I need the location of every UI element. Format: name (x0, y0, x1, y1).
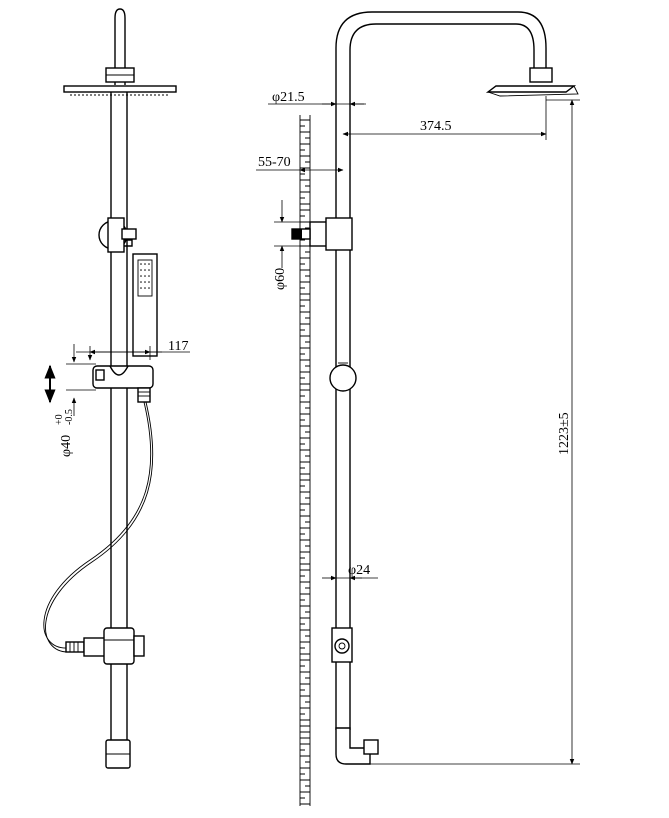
side-arm-reach-label: 374.5 (420, 119, 452, 134)
side-rail-diameter-label: φ24 (348, 563, 370, 578)
side-bracket-diameter-label: φ60 (273, 268, 288, 290)
front-shower-head (63, 8, 177, 96)
side-rail-diameter-dimension: φ24 (322, 563, 378, 581)
side-lower-fitting (331, 627, 353, 663)
side-riser-rail (335, 11, 547, 730)
side-wall-offset-label: 55-70 (258, 155, 291, 170)
side-slider-knob (329, 362, 357, 392)
side-overall-height-label: 1223±5 (557, 412, 572, 455)
side-pipe-diameter-label: φ21.5 (272, 90, 305, 105)
front-hose-inlet (65, 627, 145, 665)
side-arm-reach-dimension: 374.5 (342, 96, 547, 140)
side-bracket-diameter-dimension: φ60 (273, 200, 310, 290)
front-bottom-elbow (105, 739, 131, 769)
front-width-dimension: 117 (76, 339, 190, 361)
front-width-label: 117 (168, 339, 188, 354)
side-wall-offset-dimension: 55-70 (256, 155, 344, 173)
front-view: 117 φ40 +0 -0.5 (43, 8, 190, 769)
side-wall-bracket (291, 217, 353, 251)
side-view: φ21.5 374.5 55-70 φ60 1223±5 (256, 11, 580, 806)
front-diameter-label: φ40 (59, 435, 74, 457)
front-hand-shower (132, 253, 158, 357)
front-diameter-dimension: φ40 +0 -0.5 (54, 344, 96, 457)
side-overall-height-dimension: 1223±5 (370, 99, 580, 765)
front-slider-bracket (92, 365, 154, 403)
side-shower-head (485, 67, 579, 97)
front-wall-bracket (98, 217, 137, 253)
front-tolerance-lower: -0.5 (64, 409, 75, 425)
front-tolerance-upper: +0 (54, 414, 65, 425)
side-pipe-diameter-dimension: φ21.5 (268, 90, 366, 107)
side-wall-hatch (299, 115, 311, 806)
side-bottom-elbow (335, 727, 379, 765)
